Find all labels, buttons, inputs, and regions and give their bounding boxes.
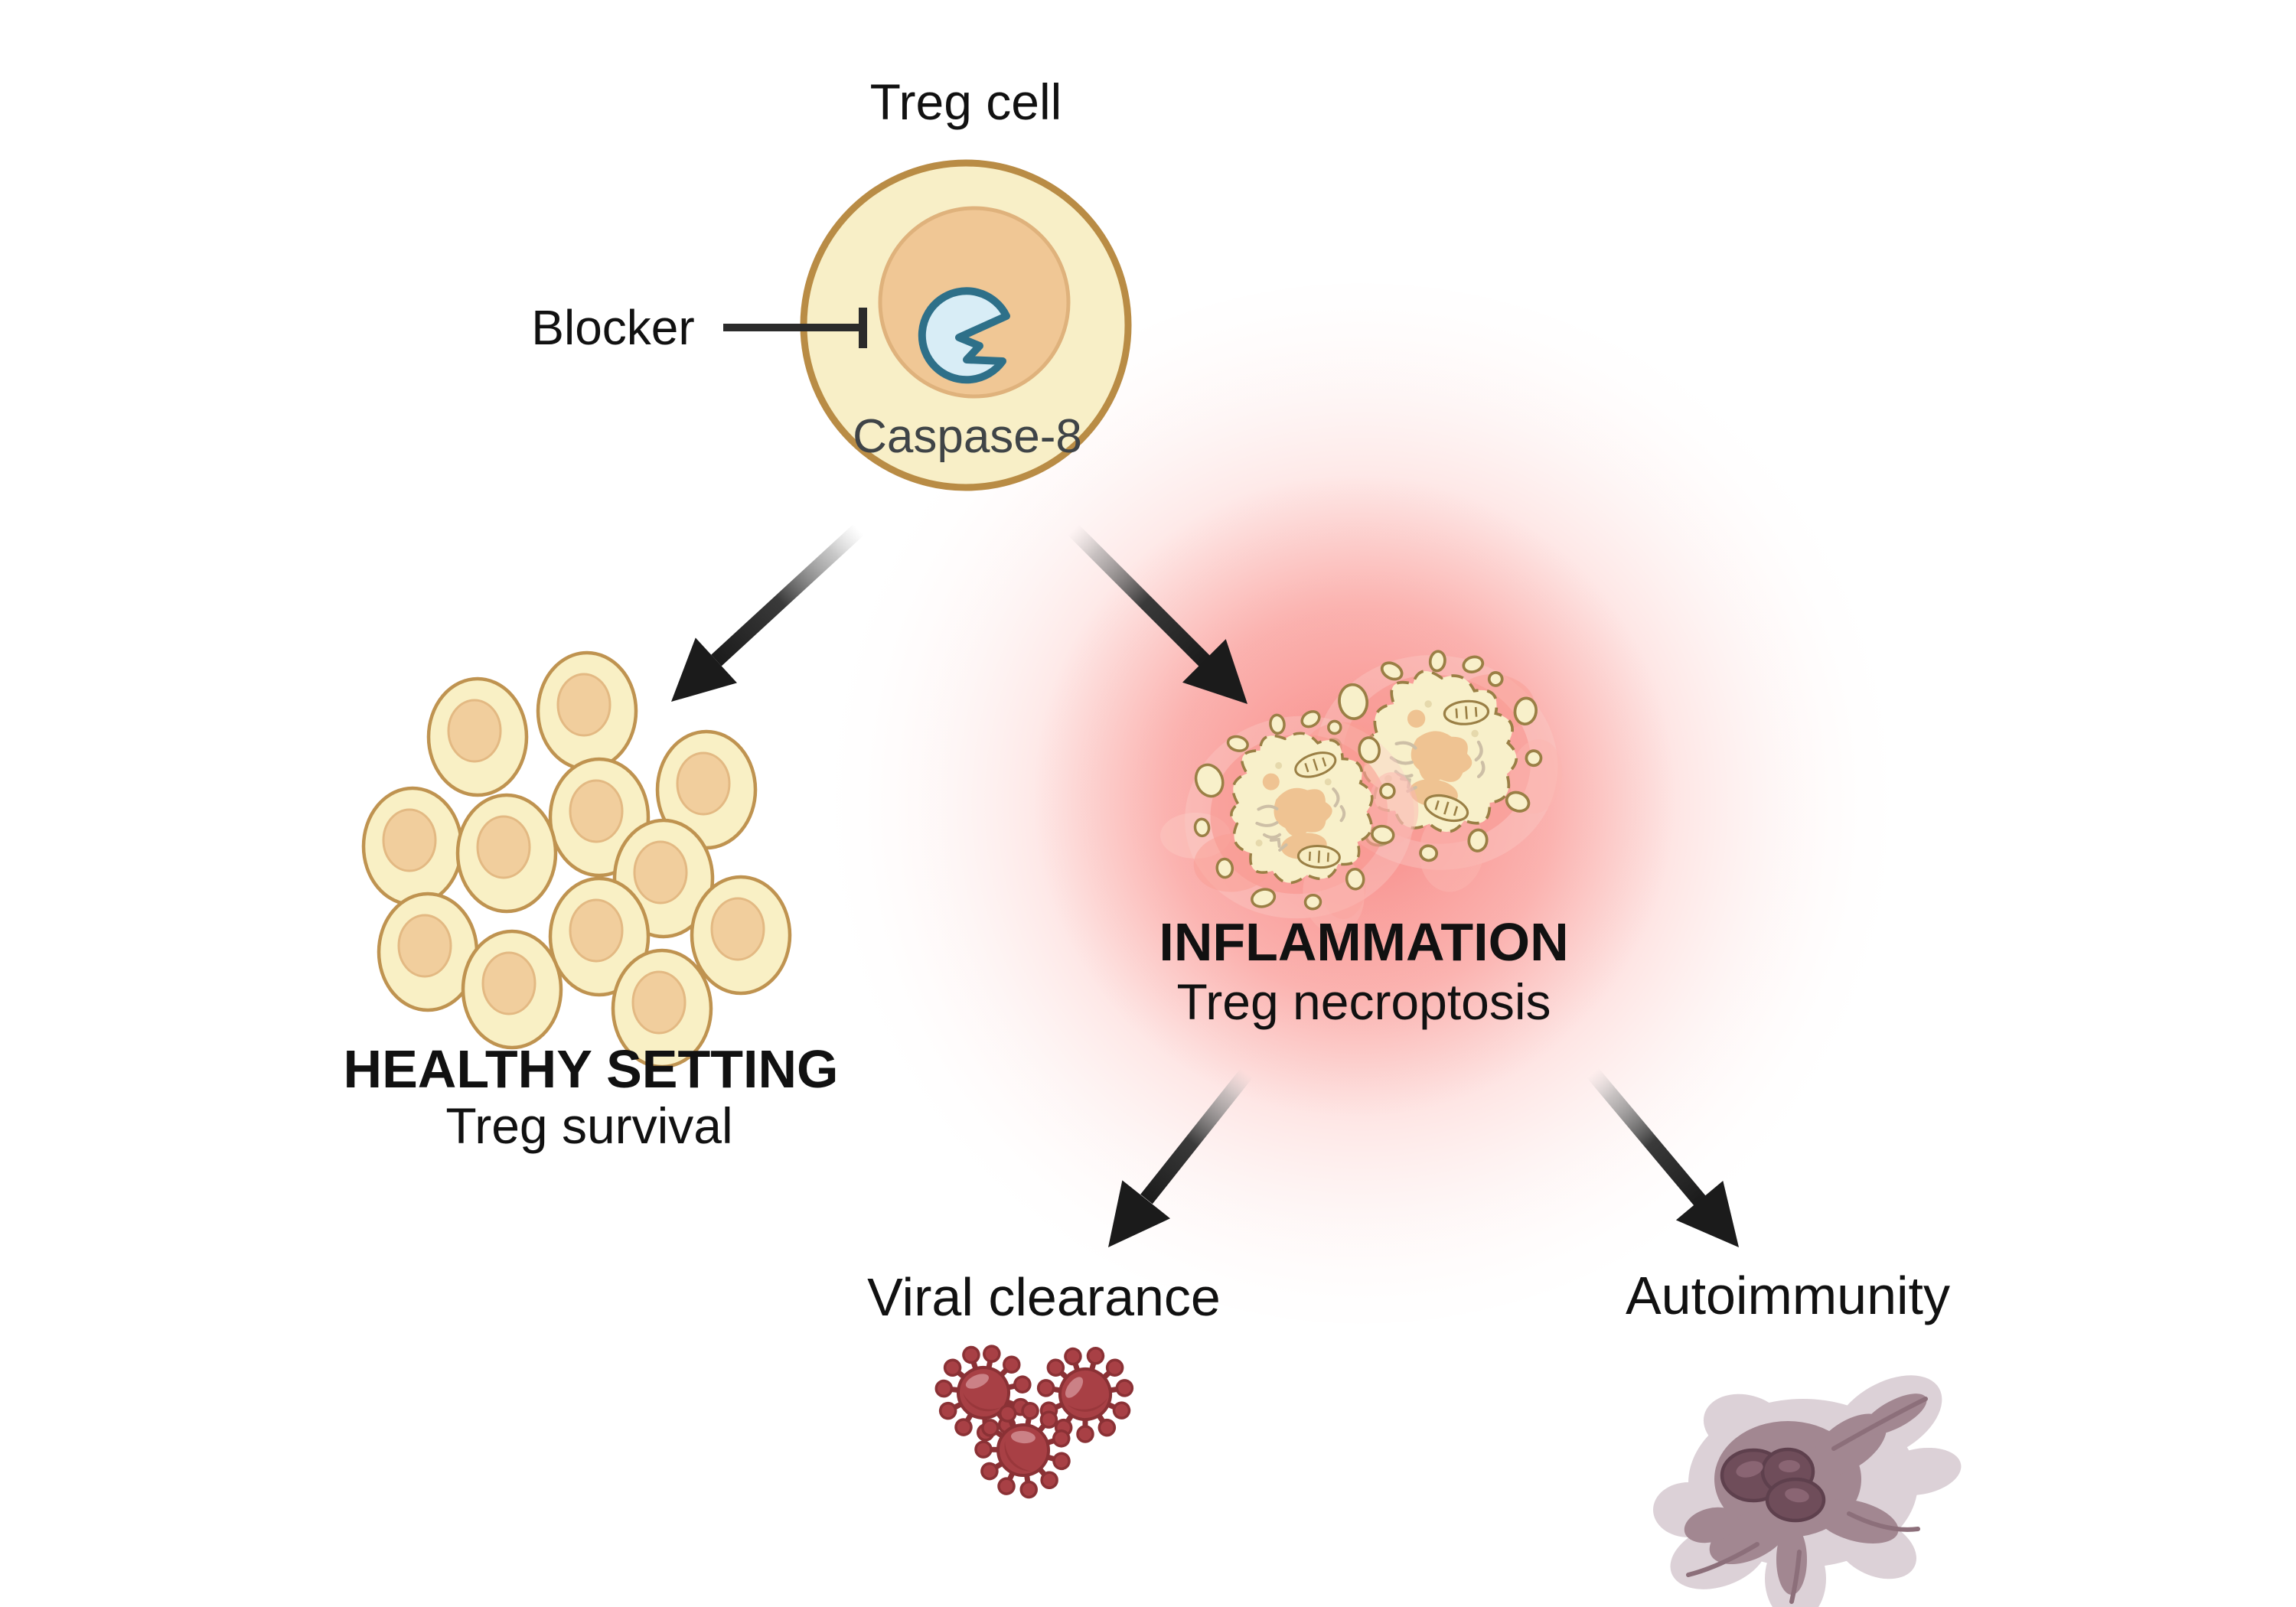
- arrow-to-autoimmunity: [1587, 1068, 1739, 1247]
- damaged-tissue-icon: [1653, 1375, 1962, 1607]
- viral-clearance-label: Viral clearance: [867, 1267, 1221, 1327]
- caspase8-label: Caspase-8: [853, 410, 1082, 463]
- healthy-setting-title: HEALTHY SETTING: [343, 1039, 839, 1099]
- treg-cell-icon: [800, 159, 1132, 491]
- treg-cell-label: Treg cell: [869, 73, 1062, 130]
- treg-necroptosis-subtitle: Treg necroptosis: [1176, 973, 1551, 1030]
- arrow-to-healthy: [671, 523, 864, 702]
- blocker-label: Blocker: [531, 300, 695, 355]
- virus-cluster-icon: [927, 1335, 1146, 1518]
- healthy-cell-cluster-icon: [364, 653, 790, 1067]
- arrow-to-inflammation: [1067, 523, 1247, 704]
- arrow-to-viral: [1108, 1068, 1253, 1247]
- autoimmunity-label: Autoimmunity: [1625, 1266, 1951, 1325]
- caspase8-pacman-icon: [918, 287, 1010, 384]
- inhibitor-tbar-icon: [723, 308, 867, 348]
- necroptotic-cells-icon: [1160, 634, 1577, 948]
- inflammation-title: INFLAMMATION: [1159, 912, 1569, 972]
- treg-survival-subtitle: Treg survival: [445, 1097, 733, 1154]
